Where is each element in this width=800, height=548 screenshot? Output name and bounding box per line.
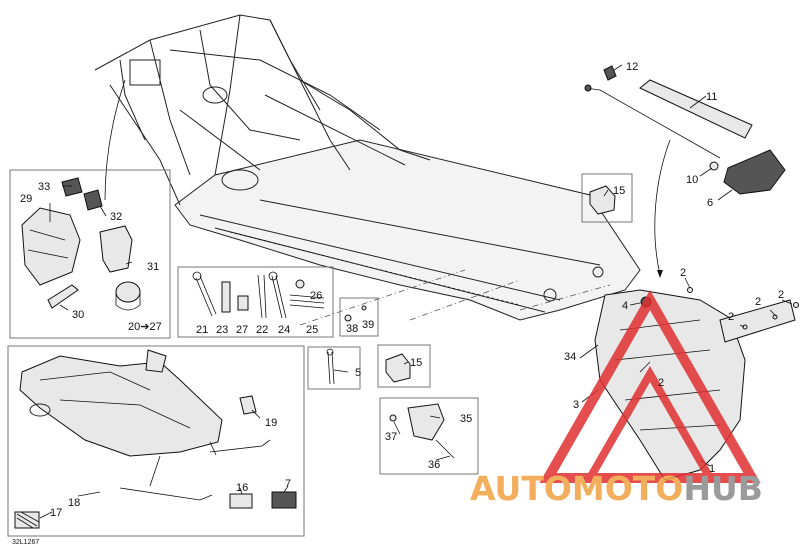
leader-line [104, 79, 126, 201]
callout-10: 10 [686, 174, 698, 186]
callout-7: 7 [285, 478, 291, 490]
callout-39: 39 [362, 319, 374, 331]
tool-23 [221, 281, 231, 313]
callout-2: 2 [658, 377, 664, 389]
callout-18: 18 [68, 497, 80, 509]
tool-bag-part [21, 207, 81, 286]
part-31 [99, 225, 133, 273]
callout-20-27: 20➔27 [128, 321, 162, 333]
part-33 [61, 177, 83, 197]
bracket-box-15-upper [581, 173, 633, 223]
callout-34: 34 [564, 351, 576, 363]
part-7 [271, 491, 297, 509]
dash-line-3 [519, 284, 611, 311]
callout-11: 11 [706, 91, 717, 103]
callout-36: 36 [428, 459, 440, 471]
part-16 [229, 493, 253, 509]
watermark: AUTOMOTOHUB [470, 289, 763, 508]
callout-22: 22 [256, 324, 268, 336]
callout-15-upper: 15 [613, 185, 625, 197]
watermark-inner-triangle [583, 365, 717, 482]
tool-25 [289, 294, 325, 309]
wrench-21 [195, 275, 217, 317]
watermark-text: AUTOMOTOHUB [470, 469, 763, 508]
callout-2: 2 [755, 296, 761, 308]
dash-line-1 [299, 269, 466, 326]
grommet-12 [603, 65, 617, 81]
callout-16: 16 [236, 482, 248, 494]
callout-29: 29 [20, 193, 32, 205]
wrench-24 [271, 275, 287, 319]
callout-12: 12 [626, 61, 638, 73]
diagram-code: 32L1267 [12, 539, 39, 546]
callout-30: 30 [72, 309, 84, 321]
callout-1: 1 [709, 463, 715, 475]
callout-23: 23 [216, 324, 228, 336]
callout-4: 4 [622, 300, 628, 312]
ski-left [119, 487, 213, 501]
callout-17: 17 [50, 507, 62, 519]
part-30 [47, 284, 79, 309]
snowmobile-body [19, 355, 223, 457]
callout-24: 24 [278, 324, 290, 336]
callout-19: 19 [265, 417, 277, 429]
snowmobile-overview-box [7, 345, 305, 537]
callout-37: 37 [385, 431, 397, 443]
hardware-box-38-39 [339, 297, 379, 337]
callout-2: 2 [680, 267, 686, 279]
callout-27: 27 [236, 324, 248, 336]
wire-harness [584, 87, 721, 159]
callout-38: 38 [346, 323, 358, 335]
nut-26 [295, 279, 305, 289]
callout-2: 2 [778, 289, 784, 301]
strip-11 [639, 79, 753, 139]
side-panel-1 [594, 289, 746, 481]
tool-pouch [115, 281, 141, 303]
leader-line-right [654, 139, 671, 276]
callout-5: 5 [355, 367, 361, 379]
bracket-2 [719, 299, 796, 343]
tool-27 [237, 295, 249, 311]
callout-21: 21 [196, 324, 208, 336]
part-19 [239, 395, 257, 415]
chassis-frame [94, 14, 641, 321]
callout-31: 31 [147, 261, 159, 273]
tools-box [177, 266, 334, 338]
callout-2: 2 [728, 311, 734, 323]
callout-26: 26 [310, 290, 322, 302]
taillight-6 [723, 149, 786, 195]
callout-35: 35 [460, 413, 472, 425]
callout-25: 25 [306, 324, 318, 336]
callout-33: 33 [38, 181, 50, 193]
callout-3: 3 [573, 399, 579, 411]
lock-box-35-37 [379, 397, 479, 475]
screwdriver-22 [257, 274, 267, 319]
tool-kit-box [9, 169, 171, 339]
callout-labels: 1 2 2 2 2 2 3 4 5 6 7 10 11 12 15 15 16 … [12, 61, 784, 546]
ski-right [209, 439, 271, 453]
callout-32: 32 [110, 211, 122, 223]
part-32 [83, 189, 103, 211]
callout-6: 6 [707, 197, 713, 209]
callout-15-lower: 15 [410, 357, 422, 369]
bracket-box-15-lower [377, 344, 431, 388]
wrench-box-5 [307, 346, 361, 390]
